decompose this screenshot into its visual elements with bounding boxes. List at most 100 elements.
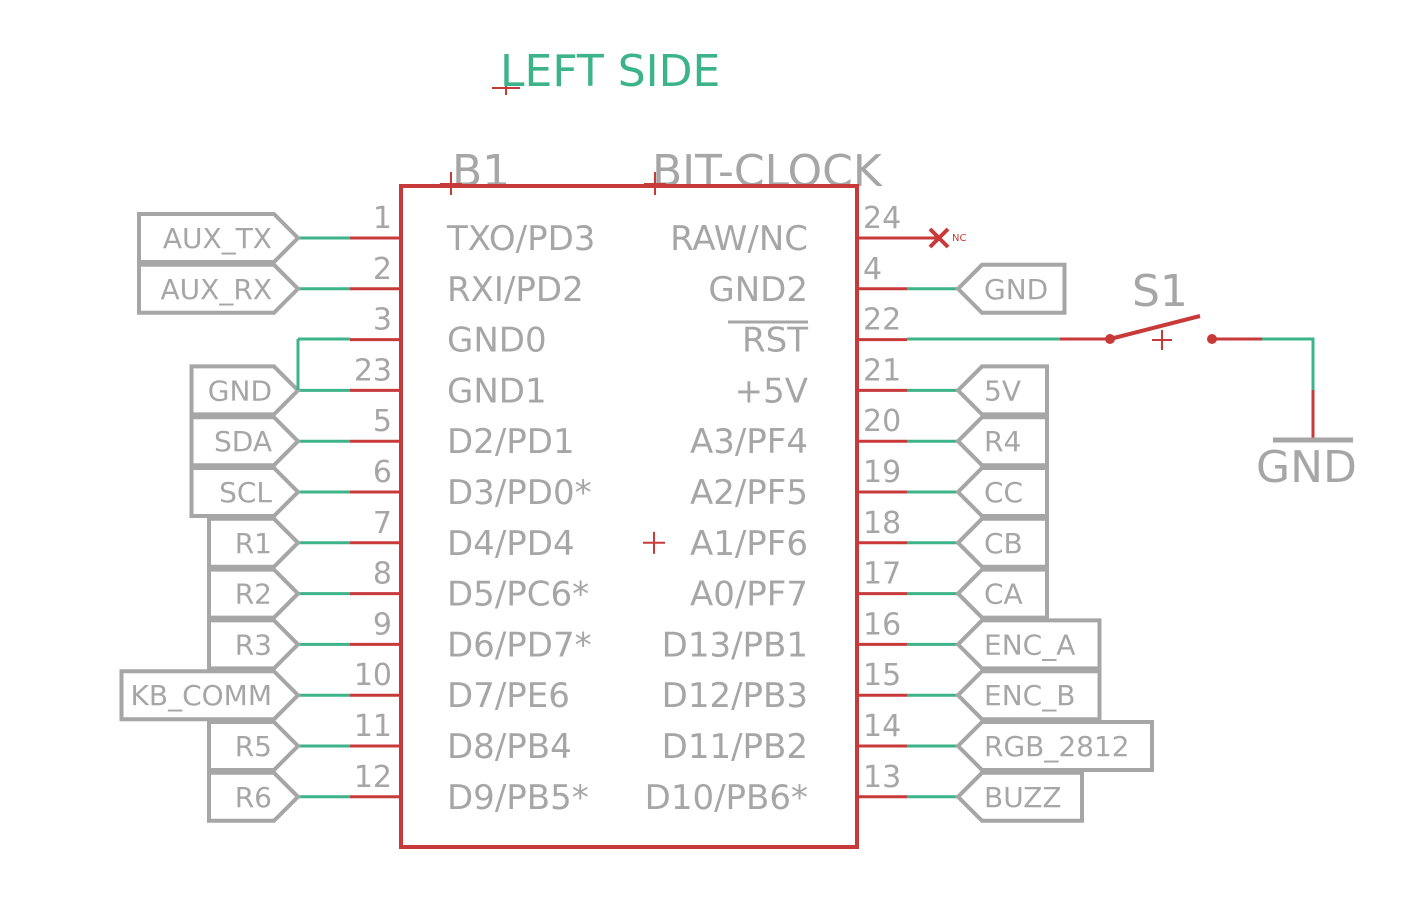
pin-number: 1 <box>373 201 392 236</box>
pin-name: +5V <box>735 371 808 411</box>
pin-number: 2 <box>373 252 392 287</box>
net-label: R3 <box>235 628 272 661</box>
pin-name: A2/PF5 <box>690 473 808 513</box>
pin-name: GND1 <box>447 371 547 411</box>
net-label-flag <box>955 364 1049 417</box>
sheet-title: LEFT SIDE <box>492 46 720 97</box>
net-label: CB <box>984 527 1023 560</box>
net-label-flag <box>207 516 301 569</box>
part-value: BIT-CLOCK <box>652 146 883 197</box>
pin-name: D8/PB4 <box>447 727 572 767</box>
net-label: R1 <box>235 527 272 560</box>
pin-number: 5 <box>373 404 392 439</box>
pin-name: RAW/NC <box>670 219 808 259</box>
pin-number: 6 <box>373 455 392 490</box>
pin-number: 20 <box>863 404 901 439</box>
pin-name: D9/PB5* <box>447 778 589 818</box>
pin-number: 18 <box>863 506 901 541</box>
pin-number: 11 <box>354 709 392 744</box>
pin-number: 13 <box>863 760 901 795</box>
pin-name: A1/PF6 <box>690 524 808 564</box>
pin-name: A0/PF7 <box>690 575 808 615</box>
switch-s1: S1 <box>907 266 1315 390</box>
net-label-flag <box>955 669 1102 722</box>
pin-name: D2/PD1 <box>447 422 575 462</box>
net-label: BUZZ <box>984 781 1062 814</box>
net-label: GND <box>208 374 272 407</box>
net-label-flag <box>955 567 1049 620</box>
net-label-flag <box>119 669 301 722</box>
ic-body <box>399 184 859 849</box>
net-label-flag <box>955 618 1102 671</box>
pin-name: GND0 <box>447 321 547 361</box>
net-label-flag <box>955 466 1049 518</box>
pin-name: D6/PD7* <box>447 625 592 665</box>
pin-name: D13/PB1 <box>662 625 808 665</box>
net-label-flag <box>207 618 301 671</box>
pin-number: 23 <box>354 353 392 388</box>
pin-name: D11/PB2 <box>662 727 808 767</box>
net-label-flag <box>955 720 1154 772</box>
pin-number: 7 <box>373 506 392 541</box>
pin-name: D12/PB3 <box>662 676 808 716</box>
pin-number: 17 <box>863 557 901 592</box>
net-label: CC <box>984 476 1023 509</box>
pin-number: 16 <box>863 607 901 642</box>
pin-name: A3/PF4 <box>690 422 808 462</box>
net-label: RGB_2812 <box>984 730 1130 763</box>
net-label-flag <box>207 770 301 823</box>
pin-name: D5/PC6* <box>447 575 589 615</box>
pin-number: 22 <box>863 303 901 338</box>
pin-number: 15 <box>863 658 901 693</box>
nc-marker-text: NC <box>952 233 966 244</box>
net-label-flag <box>189 364 301 417</box>
net-label: R4 <box>984 425 1021 458</box>
net-label-flag <box>955 770 1084 823</box>
net-label-flag <box>955 516 1049 569</box>
net-label-flag <box>955 415 1049 468</box>
net-label: R5 <box>235 730 272 763</box>
net-label: ENC_A <box>984 628 1075 661</box>
net-label-flag <box>189 415 301 468</box>
ground-symbol: GND <box>1256 390 1357 493</box>
net-label: SDA <box>214 425 272 458</box>
pin-name: RXI/PD2 <box>447 270 584 310</box>
pin-name: TXO/PD3 <box>446 219 595 259</box>
net-label: R2 <box>235 578 272 611</box>
pin-number: 24 <box>863 201 901 236</box>
pin-number: 3 <box>373 303 392 338</box>
pin-number: 10 <box>354 658 392 693</box>
pin-name: D10/PB6* <box>645 778 808 818</box>
net-label: CA <box>984 578 1023 611</box>
pin-number: 12 <box>354 760 392 795</box>
net-label: ENC_B <box>984 679 1075 712</box>
net-label-flag <box>137 212 301 264</box>
part-reference: B1 <box>452 146 510 197</box>
pin-name: D7/PE6 <box>447 676 570 716</box>
net-label: R6 <box>235 781 272 814</box>
net-label: KB_COMM <box>131 679 272 712</box>
net-label-flag <box>207 720 301 772</box>
net-label-flag <box>207 567 301 620</box>
net-label-flag <box>189 466 301 518</box>
ground-label: GND <box>1256 442 1357 493</box>
net-label: SCL <box>219 476 272 509</box>
pin-name: RST <box>742 321 808 361</box>
pin-number: 9 <box>373 607 392 642</box>
gnd-tie-wire <box>296 337 350 390</box>
net-label: 5V <box>984 374 1021 407</box>
pin-number: 4 <box>863 252 882 287</box>
pin-number: 8 <box>373 557 392 592</box>
pin-name: D4/PD4 <box>447 524 575 564</box>
pin-name: D3/PD0* <box>447 473 592 513</box>
net-label: AUX_TX <box>163 222 272 255</box>
net-label: GND <box>984 273 1048 306</box>
switch-ref: S1 <box>1132 266 1188 317</box>
pin-number: 21 <box>863 353 901 388</box>
nc-marker: NC <box>907 227 966 249</box>
sheet-title-text: LEFT SIDE <box>500 46 720 97</box>
net-label: AUX_RX <box>161 273 272 306</box>
